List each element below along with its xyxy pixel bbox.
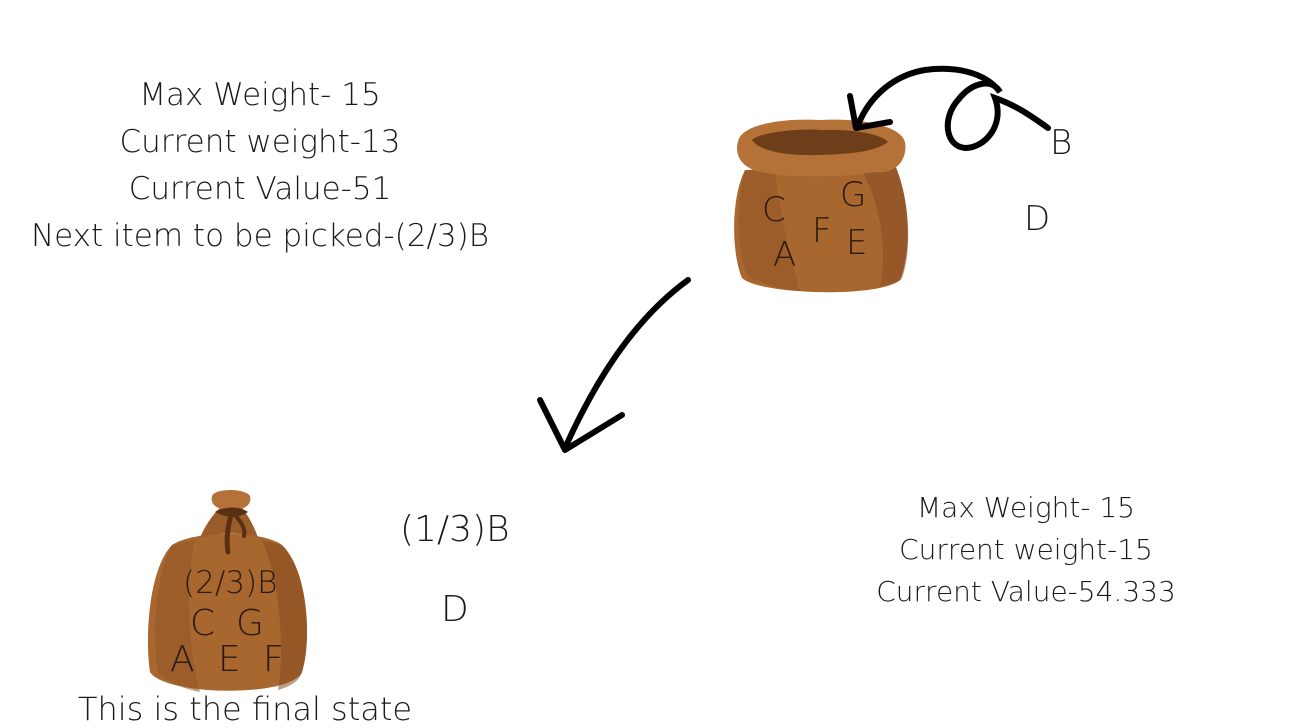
remaining-item-fraction-b: (1/3)B [400, 509, 510, 550]
current-value-label: Current Value-51 [128, 171, 392, 207]
open-bag-item-c: C [762, 190, 786, 230]
open-bag-item-f: F [812, 211, 832, 251]
state-info-top: Max Weight- 15 Current weight-13 Current… [20, 72, 500, 260]
closed-bag-item-e: E [218, 639, 241, 680]
closed-bag-item-fraction-b: (2/3)B [183, 565, 278, 601]
open-bag-item-e: E [846, 223, 868, 263]
final-state-caption: This is the final state [77, 690, 413, 728]
arrow-to-final-icon [537, 277, 691, 453]
open-bag-item-g: G [840, 175, 867, 215]
max-weight-label: Max Weight- 15 [139, 77, 381, 113]
closed-bag-item-g: G [236, 603, 264, 644]
open-bag-icon [734, 119, 909, 293]
next-item-label: Next item to be picked-(2/3)B [30, 218, 490, 254]
closed-bag-icon [147, 490, 308, 692]
open-bag-item-a: A [773, 235, 797, 275]
current-value-label: Current Value-54.333 [876, 575, 1176, 608]
arrow-into-bag-icon [847, 65, 1051, 152]
current-weight-label: Current weight-13 [119, 124, 401, 160]
closed-bag-item-a: A [170, 639, 195, 680]
remaining-item-d-bottom: D [441, 589, 469, 630]
current-weight-label: Current weight-15 [899, 533, 1153, 566]
max-weight-label: Max Weight- 15 [917, 491, 1135, 524]
closed-bag-item-c: C [190, 603, 216, 644]
state-info-bottom: Max Weight- 15 Current weight-15 Current… [856, 487, 1196, 613]
remaining-item-b: B [1050, 123, 1073, 163]
remaining-item-d: D [1024, 199, 1051, 239]
closed-bag-item-f: F [263, 639, 284, 680]
